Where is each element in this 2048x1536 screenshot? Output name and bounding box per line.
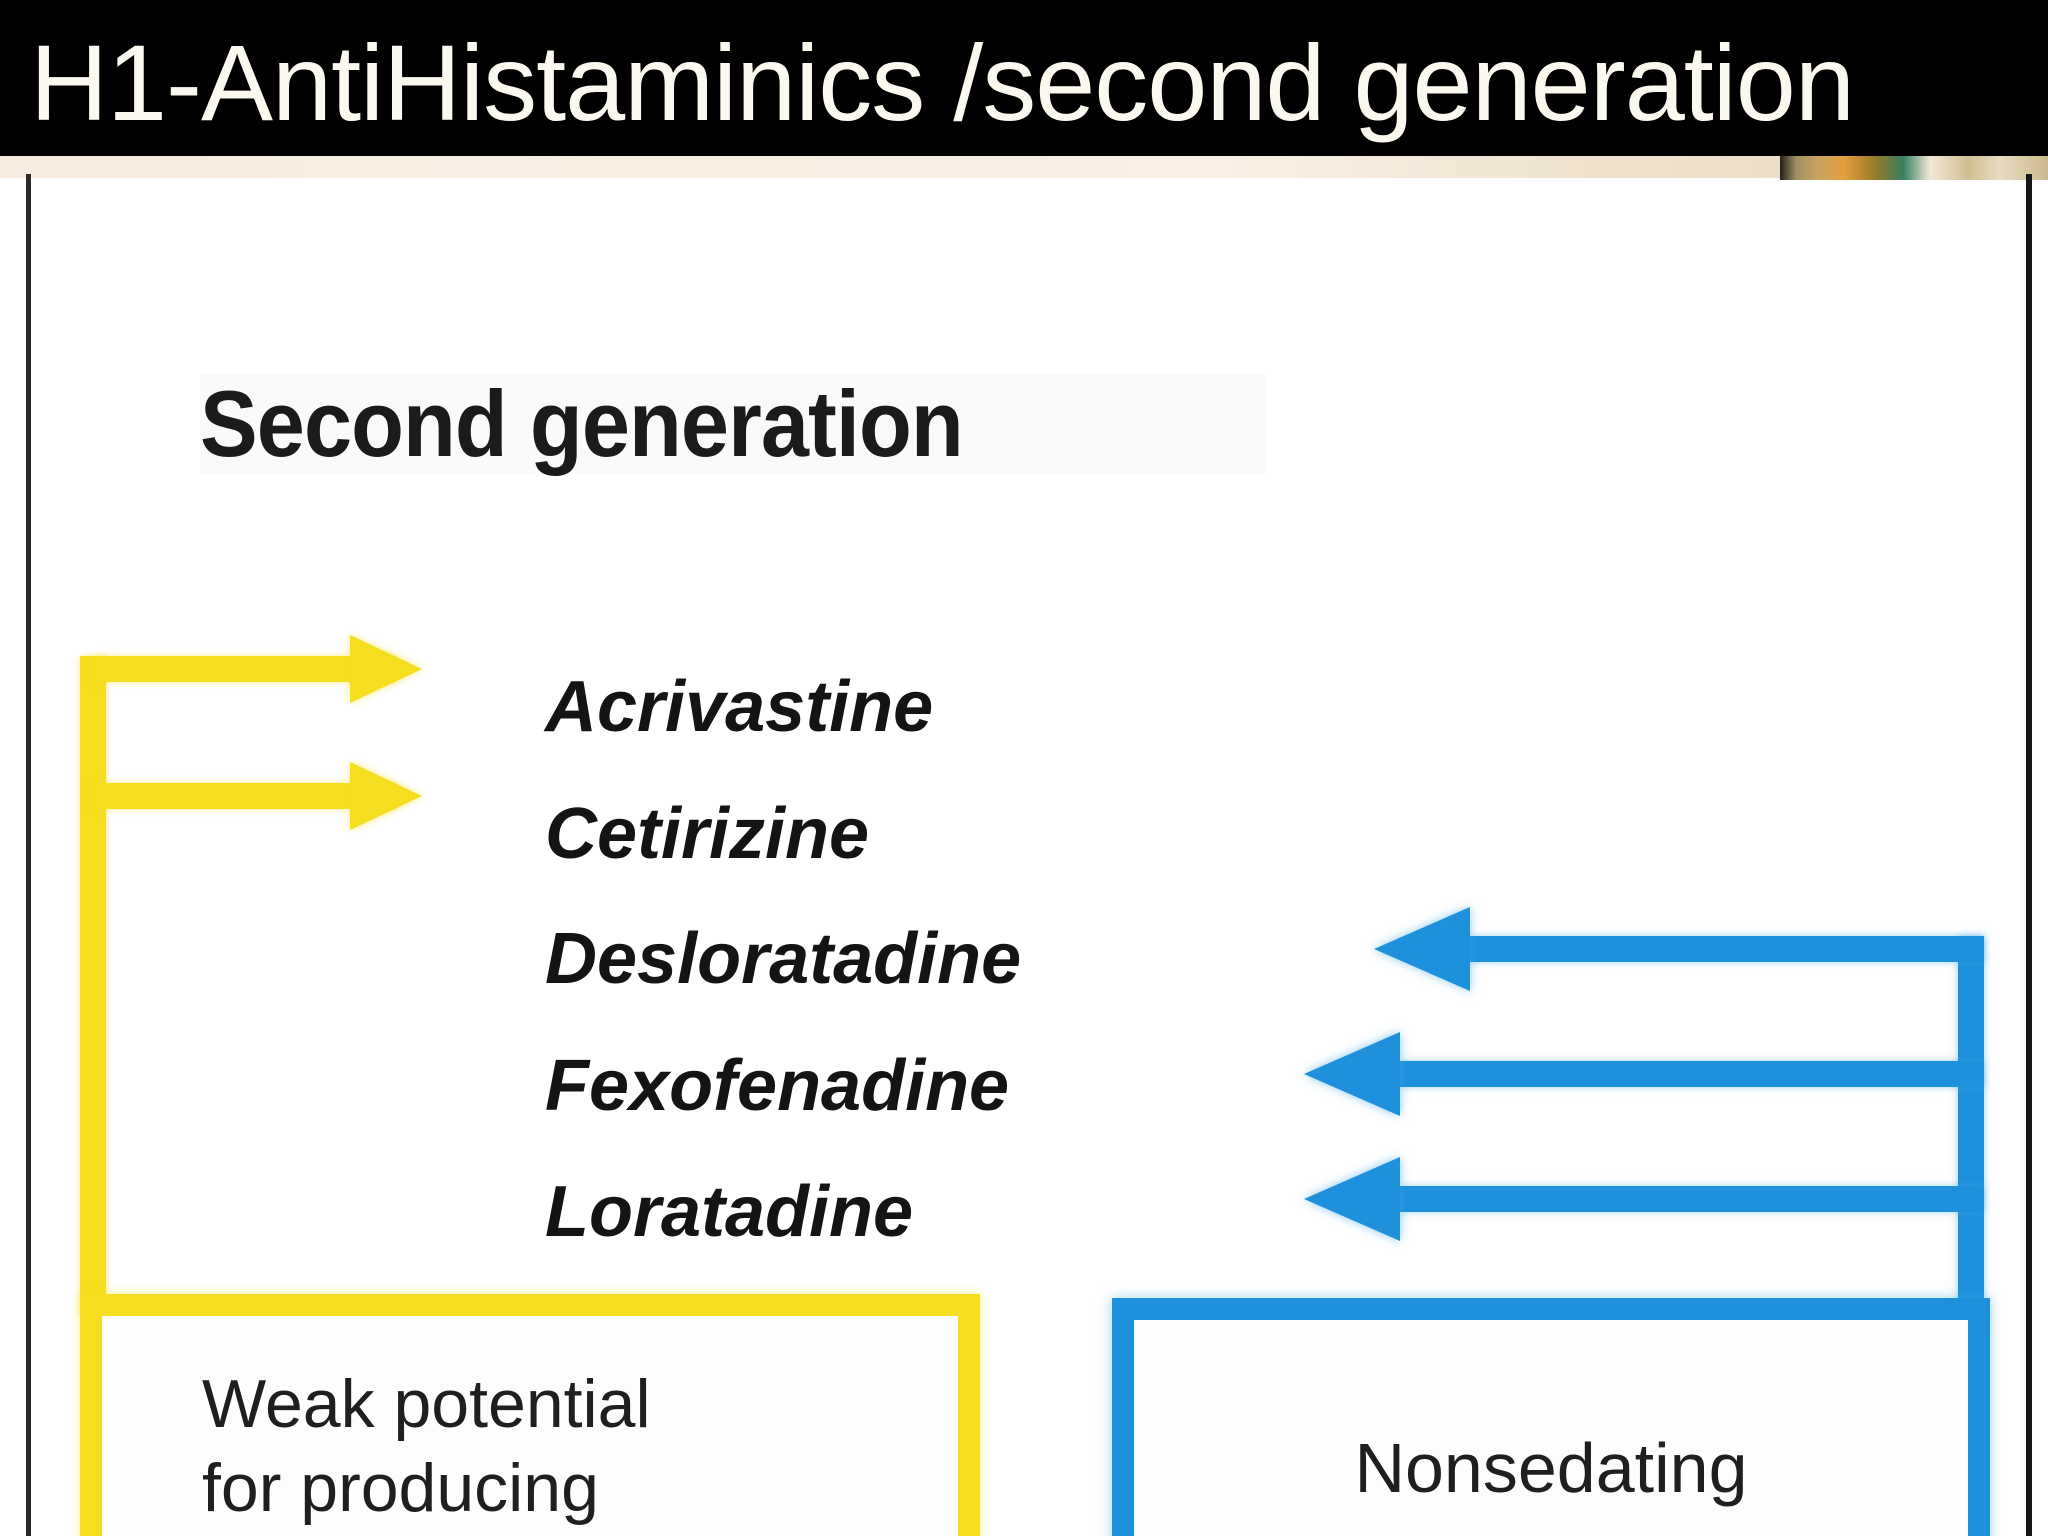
- drug-label-cetirizine: Cetirizine: [545, 794, 870, 874]
- weak-sedation-box: Weak potential for producing sedation: [80, 1294, 980, 1536]
- figure-frame-left-rule: [26, 174, 31, 1536]
- nonsedating-label: Nonsedating: [1354, 1429, 1748, 1507]
- decorative-ornament-band: [1780, 156, 2048, 180]
- figure-frame-right-rule: [2026, 174, 2032, 1536]
- blue-arrow-shaft-loratadine: [1400, 1186, 1984, 1212]
- drug-label-desloratadine: Desloratadine: [545, 919, 1022, 999]
- weak-sedation-label: Weak potential for producing sedation: [202, 1366, 651, 1536]
- slide-title-bar: H1-AntiHistaminics /second generation: [0, 0, 2048, 156]
- drug-label-fexofenadine: Fexofenadine: [545, 1046, 1010, 1126]
- blue-arrowhead-loratadine: [1304, 1157, 1400, 1241]
- blue-arrow-shaft-fexofenadine: [1400, 1061, 1984, 1087]
- yellow-arrowhead-cetirizine: [350, 762, 422, 830]
- drug-label-loratadine: Loratadine: [545, 1172, 914, 1252]
- blue-arrowhead-fexofenadine: [1304, 1032, 1400, 1116]
- figure-heading: Second generation: [200, 374, 1268, 474]
- yellow-arrow-shaft-acrivastine: [96, 656, 396, 682]
- figure-canvas: Second generation Acrivastine Cetirizine…: [0, 156, 2048, 1536]
- drug-label-acrivastine: Acrivastine: [545, 667, 934, 747]
- scan-edge-strip: [0, 156, 2048, 178]
- nonsedating-box: Nonsedating: [1112, 1298, 1990, 1536]
- blue-arrow-shaft-desloratadine: [1470, 936, 1984, 962]
- yellow-connector-trunk: [80, 656, 106, 1316]
- blue-connector-trunk: [1958, 936, 1984, 1326]
- yellow-arrowhead-acrivastine: [350, 635, 422, 703]
- slide-title: H1-AntiHistaminics /second generation: [30, 22, 1855, 143]
- blue-arrowhead-desloratadine: [1374, 907, 1470, 991]
- yellow-arrow-shaft-cetirizine: [96, 783, 396, 809]
